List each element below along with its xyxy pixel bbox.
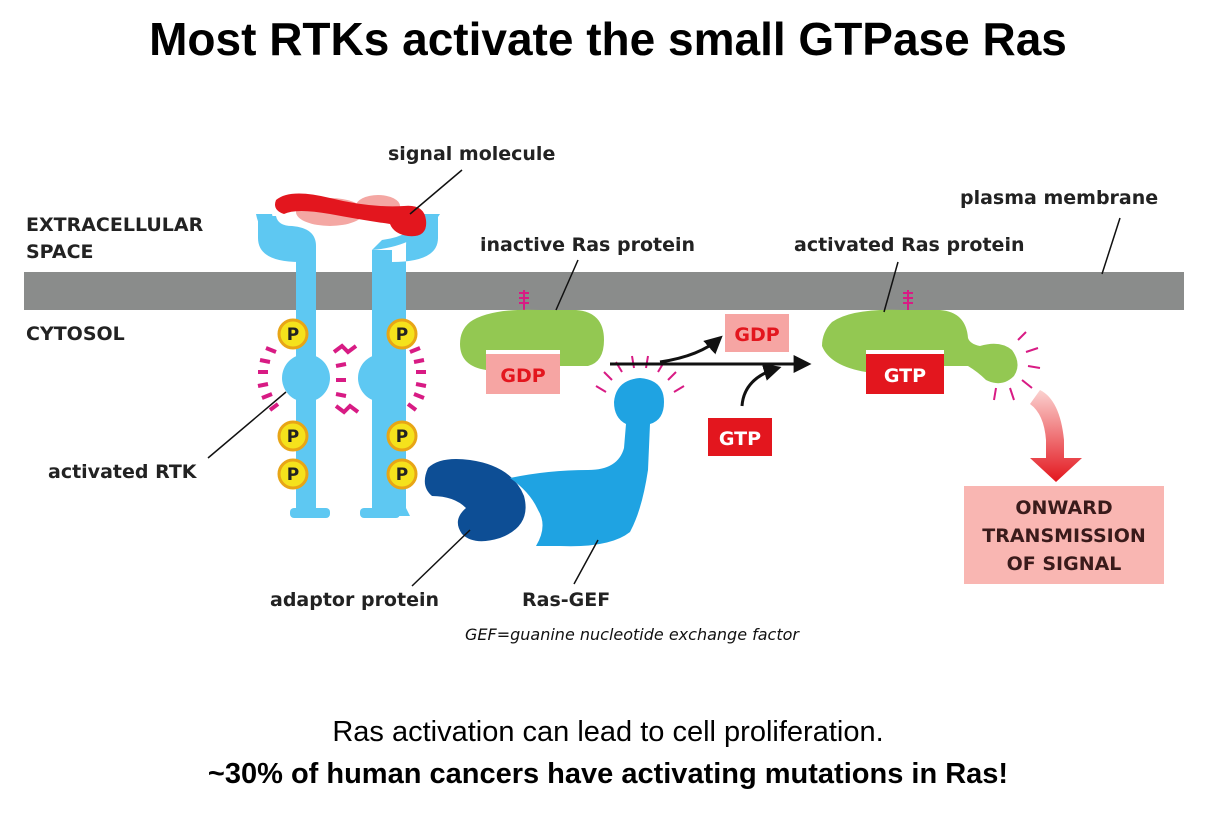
activated-rtk-leader xyxy=(207,391,287,459)
svg-text:P: P xyxy=(396,427,408,447)
svg-text:TRANSMISSION: TRANSMISSION xyxy=(982,525,1146,547)
signal-molecule xyxy=(275,193,427,237)
inactive-ras-label: inactive Ras protein xyxy=(480,234,695,256)
ras-gef-leader xyxy=(573,539,599,585)
svg-text:P: P xyxy=(396,325,408,345)
onward-arrow xyxy=(1030,390,1082,482)
phosphate-group: P xyxy=(277,458,309,490)
phosphate-group: P xyxy=(277,318,309,350)
inactive-ras-protein xyxy=(460,309,604,370)
footer-statement: Ras activation can lead to cell prolifer… xyxy=(332,716,884,748)
gtp-incoming xyxy=(708,418,772,456)
ras-gef xyxy=(510,378,664,547)
gtp-uptake-arrow xyxy=(740,363,782,407)
activated-rtk-label: activated RTK xyxy=(48,461,198,483)
activated-ras-protein xyxy=(822,309,1018,384)
footer-emphasis: ~30% of human cancers have activating mu… xyxy=(207,758,1009,790)
extracellular-label: EXTRACELLULAR xyxy=(26,214,204,236)
svg-text:P: P xyxy=(287,465,299,485)
adaptor-protein xyxy=(424,459,526,542)
onward-transmission-box xyxy=(964,486,1164,584)
phosphate-group: P xyxy=(386,458,418,490)
phosphate-group: P xyxy=(277,420,309,452)
ras-activation-marks xyxy=(993,331,1041,401)
gdp-release-arrow xyxy=(659,335,723,364)
plasma-membrane-label: plasma membrane xyxy=(960,187,1158,209)
ras-gef-label: Ras-GEF xyxy=(522,589,610,611)
svg-text:ONWARD: ONWARD xyxy=(1015,497,1112,519)
svg-text:P: P xyxy=(287,427,299,447)
adaptor-protein-leader xyxy=(411,529,471,587)
svg-text:GTP: GTP xyxy=(884,365,926,387)
phosphate-group: P xyxy=(386,420,418,452)
rtk-activation-marks xyxy=(257,343,427,415)
activated-ras-anchor xyxy=(903,290,913,312)
adaptor-protein-label: adaptor protein xyxy=(270,589,439,611)
svg-text:GTP: GTP xyxy=(719,428,761,450)
activated-ras-leader xyxy=(883,261,899,313)
svg-text:P: P xyxy=(287,325,299,345)
inactive-ras-leader xyxy=(555,259,579,311)
cytosol-label: CYTOSOL xyxy=(26,323,125,345)
svg-text:OF SIGNAL: OF SIGNAL xyxy=(1007,553,1122,575)
svg-text:GDP: GDP xyxy=(734,324,779,346)
extracellular-label: SPACE xyxy=(26,241,94,263)
phosphate-group: P xyxy=(386,318,418,350)
gdp-bound xyxy=(486,354,560,394)
svg-text:GDP: GDP xyxy=(500,365,545,387)
gdp-released xyxy=(725,314,789,352)
gtp-bound xyxy=(866,354,944,394)
signal-molecule-leader xyxy=(409,169,463,215)
inactive-ras-anchor xyxy=(519,290,529,312)
svg-text:P: P xyxy=(396,465,408,485)
gef-definition-note: GEF=guanine nucleotide exchange factor xyxy=(465,625,800,644)
slide-title: Most RTKs activate the small GTPase Ras xyxy=(149,13,1067,65)
gef-activation-marks xyxy=(595,355,685,393)
activated-ras-label: activated Ras protein xyxy=(794,234,1024,256)
plasma-membrane-leader xyxy=(1101,217,1121,275)
signal-molecule-label: signal molecule xyxy=(388,143,555,165)
plasma-membrane xyxy=(24,272,1184,310)
